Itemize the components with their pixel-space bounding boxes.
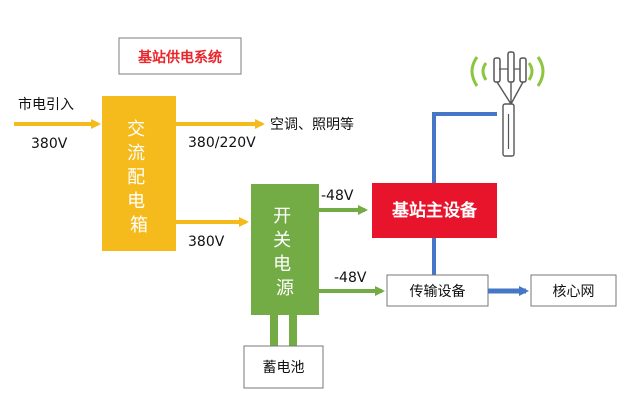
dc-to-bts-label: -48V — [321, 188, 354, 204]
switch-power-box: 开 关 电 源 — [251, 184, 319, 315]
signal-wave-left-inner — [481, 62, 488, 81]
battery-box: 蓄电池 — [243, 345, 324, 389]
transmission-box: 传输设备 — [386, 274, 489, 307]
ac-distribution-char-3: 配 — [127, 167, 145, 188]
ac-distribution-char-2: 流 — [127, 143, 145, 164]
title-box: 基站供电系统 — [118, 37, 242, 75]
bts-main-label: 基站主设备 — [391, 200, 478, 221]
ac-load-label: 空调、照明等 — [270, 116, 354, 133]
signal-wave-right-inner — [527, 62, 534, 81]
ac-distribution-char-4: 电 — [127, 191, 145, 212]
svg-text:交 流 配 电: 交 流 配 电 箱 — [127, 119, 151, 236]
dc-to-transmission-label: -48V — [334, 270, 367, 286]
svg-text:开 关 电 源: 开 关 电 源 — [273, 206, 297, 299]
battery-label: 蓄电池 — [263, 360, 305, 376]
core-network-label: 核心网 — [553, 284, 595, 300]
bts-main-box: 基站主设备 — [372, 183, 497, 238]
switch-input-voltage-label: 380V — [188, 234, 225, 250]
switch-power-char-2: 关 — [273, 230, 291, 251]
battery-link-right — [289, 315, 297, 346]
bts-to-antenna-link — [432, 112, 497, 183]
ac-distribution-char-1: 交 — [127, 119, 145, 140]
mains-input-label: 市电引入 — [18, 96, 74, 113]
transmission-label: 传输设备 — [410, 283, 466, 300]
signal-wave-left-outer — [470, 56, 479, 87]
core-network-box: 核心网 — [530, 274, 617, 307]
battery-link-left — [270, 315, 278, 346]
switch-power-char-4: 源 — [276, 278, 294, 299]
radio-tower-icon — [470, 51, 545, 157]
signal-wave-right-outer — [536, 56, 545, 87]
switch-power-char-3: 电 — [273, 254, 291, 275]
mains-voltage-label: 380V — [31, 136, 68, 152]
ac-distribution-char-5: 箱 — [130, 215, 148, 236]
switch-power-char-1: 开 — [273, 206, 291, 227]
diagram-title: 基站供电系统 — [138, 49, 222, 66]
ac-distribution-box: 交 流 配 电 箱 — [102, 96, 176, 251]
ac-output-voltage-label: 380/220V — [188, 135, 256, 151]
